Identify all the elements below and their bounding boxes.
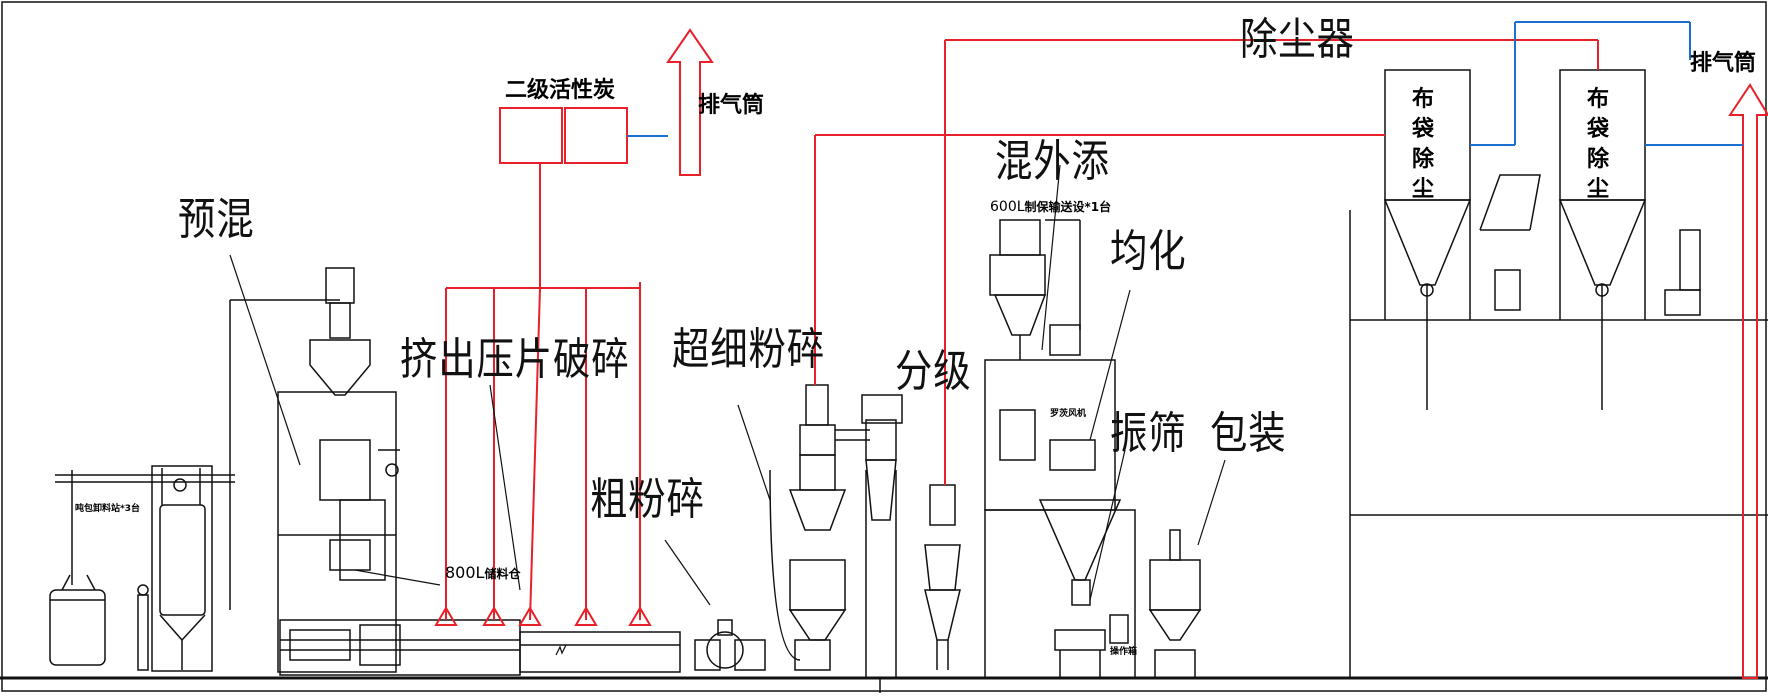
label-premix: 预混 bbox=[178, 194, 255, 245]
label-stack-left: 排气筒 bbox=[698, 93, 765, 118]
blue-duct-network bbox=[627, 21, 1743, 146]
label-dust-collector: 除尘器 bbox=[1240, 14, 1355, 65]
label-stack-right: 排气筒 bbox=[1690, 51, 1757, 76]
packing-machine bbox=[1148, 529, 1202, 679]
cyclone-classifier bbox=[861, 394, 961, 678]
mix-homogenize-tower bbox=[984, 219, 1136, 679]
label-tank-800: 800L储料仓 bbox=[445, 563, 521, 582]
label-roots-fan: 罗茨风机 bbox=[1050, 409, 1087, 419]
label-classify: 分级 bbox=[895, 346, 972, 397]
dust-collector-building bbox=[1349, 69, 1768, 678]
label-ton-bag: 吨包卸料站*3台 bbox=[75, 504, 140, 514]
label-bag-left: 布袋除尘 bbox=[1411, 87, 1434, 202]
extruder bbox=[279, 619, 681, 676]
leader-lines bbox=[229, 164, 1226, 606]
premix-equipment bbox=[230, 267, 400, 673]
label-tank-600: 600L制保输送设*1台 bbox=[990, 199, 1112, 215]
carbon-box-1 bbox=[499, 107, 563, 164]
carbon-box-2 bbox=[564, 107, 628, 164]
label-homogenize: 均化 bbox=[1110, 226, 1187, 277]
label-coarse: 粗粉碎 bbox=[590, 474, 705, 525]
label-extrude: 挤出压片破碎 bbox=[400, 334, 630, 385]
coarse-grinder bbox=[694, 619, 766, 671]
label-screen: 振筛 bbox=[1110, 408, 1187, 459]
label-control-box: 操作箱 bbox=[1110, 647, 1138, 657]
ton-bag-station bbox=[49, 300, 235, 672]
label-ultrafine: 超细粉碎 bbox=[672, 324, 825, 375]
label-carbon: 二级活性炭 bbox=[505, 78, 616, 103]
label-bag-right: 布袋除尘 bbox=[1586, 87, 1609, 202]
label-mix-additive: 混外添 bbox=[995, 136, 1110, 187]
red-duct-network bbox=[434, 28, 1768, 679]
ultrafine-mill bbox=[769, 384, 870, 671]
label-packing: 包装 bbox=[1210, 408, 1287, 459]
